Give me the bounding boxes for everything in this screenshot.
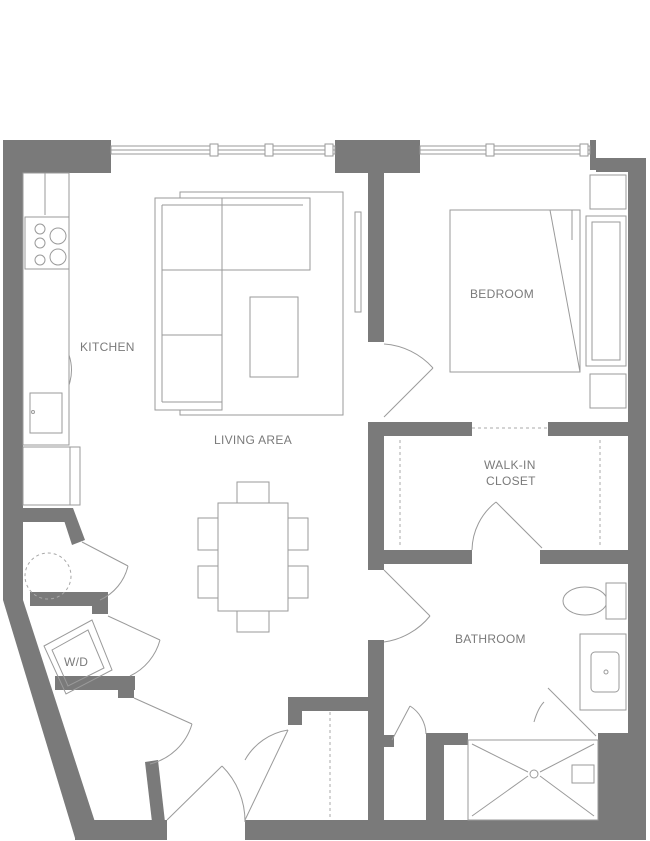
kitchen-counter [22,172,70,446]
wall-shower-right [598,733,638,840]
bedroom-furniture [449,174,627,409]
dining-set [197,481,309,633]
windows [110,143,591,157]
wall-closet-a-bottom [30,592,108,606]
label-walk-in: WALK-IN [484,458,536,472]
wall-bedroom-bottom-left [368,422,472,436]
tv-console [354,211,362,313]
wd-closet-door[interactable] [107,615,161,677]
wall-bedroom-bottom-right [548,422,638,436]
nightstand [589,174,627,210]
entry-closet-door[interactable] [133,697,193,765]
wall-bath-stub-c [444,733,468,745]
closet-a-door[interactable] [81,541,129,601]
chair [197,517,219,551]
shower-icon [467,739,599,821]
label-living-area: LIVING AREA [214,433,292,447]
living-furniture [154,191,362,416]
refrigerator-icon [22,446,81,506]
wall-entry-closet-bottom [145,760,165,822]
wall-wd-right [118,676,134,698]
wall-closet-left [368,422,384,570]
label-washer-dryer: W/D [64,655,88,669]
label-bedroom: BEDROOM [470,287,534,301]
wall-left [3,140,23,600]
chair [236,481,270,504]
washer-dryer-icon [43,619,113,695]
nightstand [589,373,627,409]
label-closet: CLOSET [486,474,536,488]
kitchen-fixtures [22,172,81,506]
entry-door[interactable] [166,729,289,823]
wall-closet-bottom-left [368,550,472,564]
wall-right [628,158,646,840]
wall-wd-bottom [55,676,135,690]
coffee-table [249,296,299,378]
wall-bathroom-left [368,640,384,840]
chair [236,610,270,633]
bathroom-closet-door[interactable] [391,705,427,741]
wall-closet-a-side [60,508,85,545]
closet-door[interactable] [471,501,543,551]
water-heater-icon [24,552,72,600]
wall-hall-closet-top [288,697,368,711]
room-labels: KITCHEN LIVING AREA BEDROOM WALK-IN CLOS… [64,287,536,669]
vanity-sink-icon [579,633,627,711]
wall-bath-stub-a [384,735,394,747]
sectional-sofa-icon [154,197,311,411]
wall-bottom-left [75,820,167,840]
closet-fixtures [399,427,601,548]
walls [3,140,646,840]
chair [197,565,219,599]
bedroom-door[interactable] [383,343,434,418]
bathroom-door[interactable] [383,569,431,643]
label-kitchen: KITCHEN [80,340,135,354]
dresser [585,215,627,367]
dining-table [217,502,289,612]
wall-left-slanted [3,600,95,838]
chair [287,517,309,551]
closet-a [24,552,72,600]
wall-kitchen-bottom [3,508,73,522]
label-bathroom: BATHROOM [455,632,526,646]
wall-bath-stub-b [426,733,444,840]
wall-bedroom-left [368,170,384,342]
cooktop-icon [24,216,70,270]
wall-top-middle [335,140,420,173]
bed-icon [449,209,581,373]
chair [287,565,309,599]
toilet-icon [562,582,627,620]
kitchen-sink-icon [29,392,63,434]
wall-closet-a-right [92,592,108,614]
wall-top-right-post [590,140,596,170]
wall-bottom-right [245,820,645,840]
wall-hall-closet-left [288,697,302,725]
bathroom-fixtures [467,582,627,821]
wall-closet-bottom-right [540,550,638,564]
